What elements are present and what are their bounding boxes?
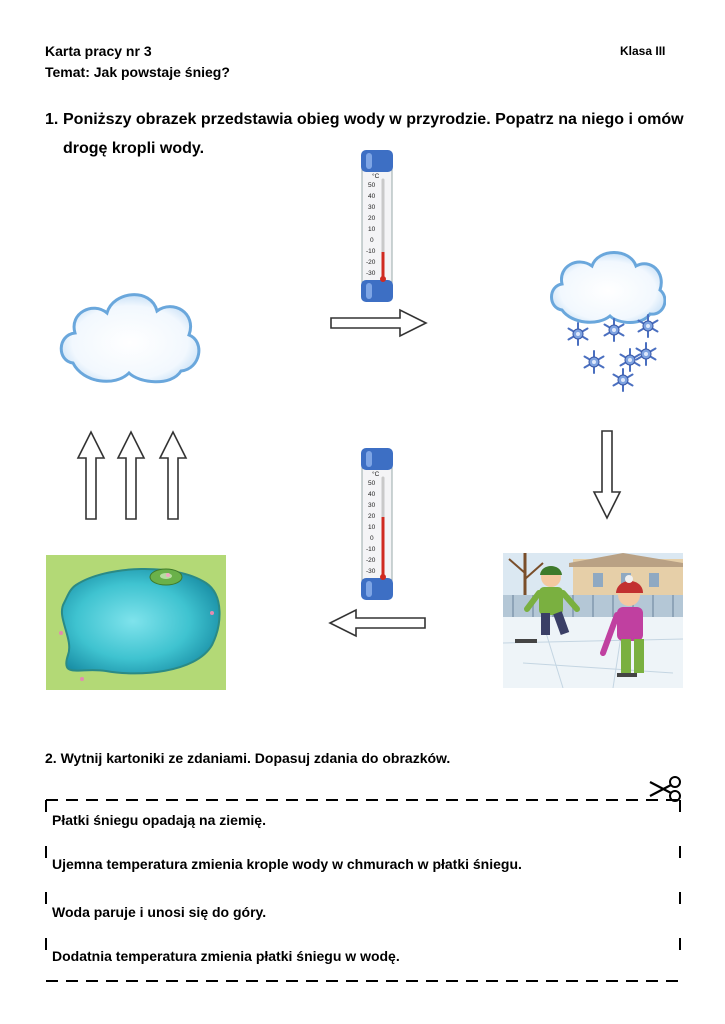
tick-label: 40 xyxy=(368,491,376,498)
tick-label: -30 xyxy=(366,568,376,575)
snow-cloud-icon xyxy=(548,250,666,398)
card-sentence: Ujemna temperatura zmienia krople wody w… xyxy=(52,856,522,872)
tick-label: 0 xyxy=(370,237,374,244)
cloud-icon xyxy=(55,283,205,388)
tick-label: 10 xyxy=(368,524,376,531)
arrow-up-icon xyxy=(76,430,106,520)
thermometer-bottom: °C 50 40 30 20 10 0 -10 -20 -30 xyxy=(358,448,396,600)
arrow-down-icon xyxy=(592,430,622,520)
tick-label: 20 xyxy=(368,513,376,520)
pond-illustration xyxy=(46,555,226,690)
thermometer-top: °C 50 40 30 20 10 0 -10 -20 -30 xyxy=(358,150,396,302)
tick-label: -10 xyxy=(366,248,376,255)
thermometer-unit: °C xyxy=(372,172,380,180)
thermometer-unit: °C xyxy=(372,470,380,478)
tick-label: -20 xyxy=(366,557,376,564)
arrow-up-icon xyxy=(116,430,146,520)
card-sentence: Woda paruje i unosi się do góry. xyxy=(52,904,266,920)
worksheet-title: Karta pracy nr 3 xyxy=(45,41,152,61)
worksheet-topic: Temat: Jak powstaje śnieg? xyxy=(45,62,230,82)
tick-label: -10 xyxy=(366,546,376,553)
task1-instruction-line1: Poniższy obrazek przedstawia obieg wody … xyxy=(63,105,713,134)
tick-label: 50 xyxy=(368,182,376,189)
tick-label: 40 xyxy=(368,193,376,200)
arrow-right-icon xyxy=(330,308,428,338)
arrow-left-icon xyxy=(328,608,426,638)
tick-label: 30 xyxy=(368,204,376,211)
tick-label: 0 xyxy=(370,535,374,542)
tick-label: 50 xyxy=(368,480,376,487)
tick-label: 30 xyxy=(368,502,376,509)
tick-label: 10 xyxy=(368,226,376,233)
task1-instruction-line2: drogę kropli wody. xyxy=(63,134,204,163)
task1-number: 1. xyxy=(45,105,58,134)
task2-instruction: 2. Wytnij kartoniki ze zdaniami. Dopasuj… xyxy=(45,750,450,766)
tick-label: -20 xyxy=(366,259,376,266)
card-sentence: Dodatnia temperatura zmienia płatki śnie… xyxy=(52,948,400,964)
skating-children-illustration xyxy=(503,553,683,688)
tick-label: -30 xyxy=(366,270,376,277)
tick-label: 20 xyxy=(368,215,376,222)
class-label: Klasa III xyxy=(620,44,665,58)
card-sentence: Płatki śniegu opadają na ziemię. xyxy=(52,812,266,828)
arrow-up-icon xyxy=(158,430,188,520)
